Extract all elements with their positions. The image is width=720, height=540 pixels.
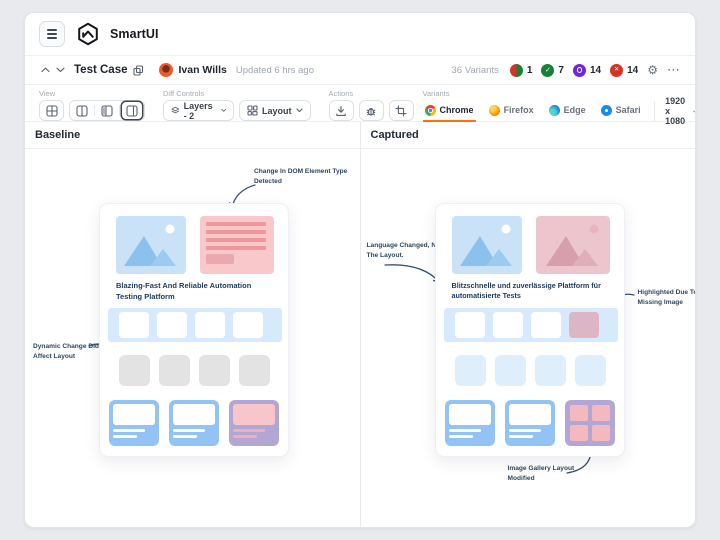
bug-icon bbox=[366, 107, 376, 116]
updated-timestamp: Updated 6 hrs ago bbox=[235, 64, 314, 76]
diff-controls-section: Diff Controls Layers - 2 Layout bbox=[163, 89, 311, 121]
actions-section: Actions bbox=[328, 89, 414, 121]
annotation-missing-image: Highlighted Due To Missing Image bbox=[637, 289, 696, 306]
app-header: SmartUI bbox=[25, 13, 695, 56]
view-split-group bbox=[69, 100, 145, 121]
report-bug-button[interactable] bbox=[358, 100, 384, 121]
mock-missing-image-highlight bbox=[568, 312, 599, 338]
captured-panel-title: Captured bbox=[360, 122, 695, 149]
crop-icon bbox=[395, 104, 407, 117]
caret-down-icon bbox=[693, 110, 695, 112]
badge-rejected[interactable]: ✕ 14 bbox=[610, 63, 638, 77]
firefox-icon bbox=[488, 104, 500, 116]
ring-circle-icon bbox=[572, 63, 586, 77]
variants-label: Variants bbox=[422, 89, 450, 98]
mixed-status-icon bbox=[509, 63, 523, 77]
toolbar: View bbox=[25, 85, 695, 126]
view-label: View bbox=[39, 89, 56, 98]
check-circle-icon: ✓ bbox=[541, 63, 555, 77]
mock-mini-card bbox=[504, 400, 555, 446]
badge-under-review[interactable]: 14 bbox=[572, 63, 601, 77]
mock-nav-band bbox=[443, 308, 618, 342]
layout-grid-icon bbox=[247, 105, 258, 116]
view-split-left-button[interactable] bbox=[97, 102, 117, 119]
baseline-panel-title: Baseline bbox=[25, 122, 360, 149]
badge-approved[interactable]: ✓ 7 bbox=[541, 63, 564, 77]
diff-controls-label: Diff Controls bbox=[163, 89, 205, 98]
caret-down-icon bbox=[220, 108, 226, 112]
mock-mini-card bbox=[169, 400, 219, 446]
mock-text-block-changed bbox=[200, 216, 274, 274]
captured-canvas: Language Changed, Not The Layout. Highli… bbox=[361, 149, 696, 527]
mock-nav-band bbox=[108, 308, 282, 342]
testcase-title: Test Case bbox=[74, 64, 128, 76]
caret-down-icon bbox=[295, 108, 303, 113]
smartui-logo-icon[interactable] bbox=[75, 22, 100, 47]
mock-card-row bbox=[109, 400, 279, 446]
baseline-panel: Baseline Change In DOM Element Type Dete… bbox=[25, 122, 360, 527]
mock-card-row bbox=[444, 400, 615, 446]
safari-icon bbox=[600, 104, 612, 116]
badge-changed[interactable]: 1 bbox=[509, 63, 532, 77]
annotation-dynamic-change: Dynamic Change Didn't Affect Layout bbox=[33, 343, 107, 360]
mock-mini-card bbox=[444, 400, 495, 446]
view-grid-button[interactable] bbox=[39, 100, 64, 121]
mock-hero-image bbox=[116, 216, 186, 274]
baseline-canvas: Change In DOM Element Type Detected Dyna… bbox=[25, 149, 360, 527]
crop-button[interactable] bbox=[388, 100, 414, 121]
mock-heading: Blitzschnelle und zuverlässige Plattform… bbox=[451, 281, 601, 301]
actions-label: Actions bbox=[328, 89, 354, 98]
mock-heading: Blazing-Fast And Reliable Automation Tes… bbox=[116, 281, 252, 301]
mock-feature-squares bbox=[454, 355, 606, 386]
layout-dropdown[interactable]: Layout bbox=[239, 100, 311, 121]
copy-icon[interactable] bbox=[132, 64, 145, 77]
mock-gallery-card bbox=[564, 400, 615, 446]
mock-mini-card bbox=[109, 400, 159, 446]
chevron-up-icon[interactable] bbox=[39, 64, 51, 76]
view-section: View bbox=[39, 89, 145, 121]
mock-feature-squares bbox=[119, 355, 270, 386]
menu-button[interactable] bbox=[39, 21, 65, 47]
baseline-screenshot: Blazing-Fast And Reliable Automation Tes… bbox=[99, 203, 289, 457]
chrome-icon bbox=[424, 104, 436, 116]
download-button[interactable] bbox=[328, 100, 354, 121]
tab-safari[interactable]: Safari bbox=[599, 100, 643, 122]
edge-icon bbox=[548, 104, 560, 116]
annotation-dom-change: Change In DOM Element Type Detected bbox=[254, 168, 348, 185]
comparison-area: Baseline Change In DOM Element Type Dete… bbox=[25, 122, 695, 527]
captured-screenshot: Blitzschnelle und zuverlässige Plattform… bbox=[434, 203, 625, 457]
app-title: SmartUI bbox=[110, 27, 159, 41]
more-options-icon[interactable]: ⋯ bbox=[667, 62, 681, 77]
chevron-down-icon[interactable] bbox=[54, 64, 66, 76]
resolution-dropdown[interactable]: 1920 x 1080 bbox=[665, 96, 695, 126]
view-split-button[interactable] bbox=[72, 102, 92, 119]
layers-dropdown[interactable]: Layers - 2 bbox=[163, 100, 235, 121]
tab-firefox[interactable]: Firefox bbox=[487, 100, 536, 122]
tab-edge[interactable]: Edge bbox=[547, 100, 588, 122]
cross-circle-icon: ✕ bbox=[610, 63, 624, 77]
author-name: Ivan Wills bbox=[178, 64, 227, 76]
layers-icon bbox=[171, 106, 180, 114]
testcase-bar: Test Case Ivan Wills Updated 6 hrs ago 3… bbox=[25, 56, 695, 85]
annotation-gallery-modified: Image Gallery Layout Modified bbox=[507, 465, 575, 482]
captured-panel: Captured Language Changed, Not The Layou… bbox=[359, 122, 696, 527]
avatar bbox=[159, 63, 174, 77]
mock-mini-card-flagged bbox=[229, 400, 279, 446]
view-side-by-side-button[interactable] bbox=[122, 102, 142, 119]
mock-hero-image bbox=[451, 216, 522, 274]
settings-gear-icon[interactable]: ⚙ bbox=[647, 63, 658, 77]
annotation-language-change: Language Changed, Not The Layout. bbox=[366, 242, 443, 259]
app-window: SmartUI Test Case Ivan Wills Updated 6 h… bbox=[24, 12, 696, 528]
variants-section: Variants Chrome Firefox Edge Safari bbox=[422, 89, 695, 126]
tab-chrome[interactable]: Chrome bbox=[422, 100, 476, 122]
variants-count: 36 Variants bbox=[451, 64, 499, 76]
download-icon bbox=[336, 105, 346, 116]
mock-image-changed bbox=[535, 216, 610, 274]
